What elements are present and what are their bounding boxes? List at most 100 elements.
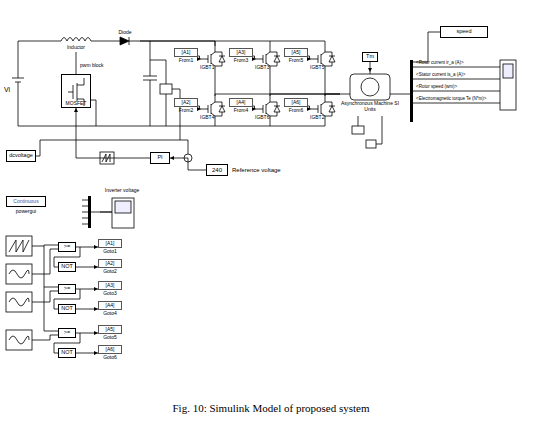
pwm-comparator (100, 152, 114, 164)
from-tag: [A5]From5 (284, 48, 308, 64)
signal-label: <Stator current is_a (A)> (416, 73, 465, 78)
mux-block (88, 196, 91, 228)
igbt-switch: IGBT2 (311, 96, 339, 122)
signal-connector (325, 94, 340, 96)
signal-connector (76, 247, 98, 248)
display-block: speed (440, 26, 488, 38)
machine-output-wire (352, 126, 364, 134)
goto-tag: [A5]Goto5 (98, 325, 122, 341)
source-block (6, 330, 32, 350)
figure-caption: Fig. 10: Simulink Model of proposed syst… (0, 402, 542, 414)
induction-machine: Asynchronous Machine SI Units (340, 72, 400, 116)
scope-block-shape (115, 201, 131, 213)
block-label: [A3] (98, 281, 122, 290)
pwm-comparator (102, 154, 110, 162)
block-label: Goto5 (98, 335, 122, 340)
igbt-switch-shape (256, 46, 280, 72)
diode-symbol-shape (120, 37, 129, 45)
voltage-measurement (160, 84, 172, 94)
block-label: Reference voltage (232, 167, 281, 173)
block-label: [A3] (229, 48, 253, 57)
diode-symbol: Diode (110, 30, 140, 52)
logic-operator: NOT (58, 262, 76, 272)
dc-source-shape (12, 64, 24, 100)
source-block (9, 270, 29, 278)
voltage-measurement (36, 60, 192, 162)
igbt-switch-shape (219, 56, 225, 62)
block-label: NOT (59, 263, 75, 271)
block-label: Continuous (6, 196, 46, 207)
from-tag: [A6]From6 (284, 98, 308, 114)
powergui-block: Continuous powergui (6, 196, 46, 218)
block-label: Inverter voltage (100, 188, 144, 193)
constant-block: 240Reference voltage (206, 164, 286, 176)
goto-tag: [A2]Goto2 (98, 259, 122, 275)
signal-connector (76, 108, 150, 158)
block-label: From6 (284, 108, 308, 113)
block-label: Goto3 (98, 291, 122, 296)
goto-tag: [A4]Goto4 (98, 301, 122, 317)
block-label: [A1] (174, 48, 198, 57)
block-label: MOSFET (62, 101, 90, 106)
mosfet-block: MOSFET (61, 74, 91, 108)
source-block (6, 292, 32, 312)
igbt-switch-shape (201, 46, 225, 72)
signal-label: <Electromagnetic torque Te (N*m)> (416, 97, 486, 102)
from-tag: [A1]From1 (174, 48, 198, 64)
block-label: Inductor (56, 45, 96, 50)
igbt-switch-shape (311, 96, 335, 122)
block-label: [A2] (174, 98, 198, 107)
block-label: [A4] (98, 301, 122, 310)
signal-connector (76, 333, 98, 334)
logic-operator: NOT (58, 304, 76, 314)
induction-machine-shape (361, 78, 379, 96)
block-label: Asynchronous Machine SI Units (340, 101, 400, 112)
from-tag: [A3]From3 (229, 48, 253, 64)
source-block (9, 298, 29, 306)
diode-symbol-shape (110, 37, 140, 45)
signal-connector (76, 309, 98, 310)
block-label: dcvoltage (7, 151, 35, 161)
signal-connector (170, 158, 206, 170)
power-wire (18, 41, 325, 126)
pwm-comparator (100, 152, 114, 164)
block-label: NOT (59, 349, 75, 357)
scope-symbol (500, 60, 516, 110)
igbt-switch-shape (274, 56, 280, 62)
igbt-switch-shape (329, 106, 335, 112)
from-tag: [A4]From4 (229, 98, 253, 114)
block-label: Tm (363, 53, 377, 61)
block-label: >= (59, 329, 75, 337)
signal-connector (270, 94, 340, 96)
block-label: From2 (174, 108, 198, 113)
scope-block-shape (100, 212, 112, 213)
torque-input: Tm (362, 52, 378, 62)
signal-connector (140, 41, 215, 46)
block-label: powergui (6, 209, 46, 214)
source-block (6, 236, 32, 350)
signal-label: <Rotor current ir_a (A)> (416, 61, 464, 66)
machine-output-wire (400, 32, 500, 103)
scope-symbol (503, 64, 513, 78)
block-label: Vi (4, 86, 10, 93)
source-block (6, 236, 32, 256)
scope-block: Inverter voltage (100, 186, 144, 232)
logic-operator: NOT (58, 348, 76, 358)
block-label: From5 (284, 58, 308, 63)
machine-output-wire (366, 140, 376, 148)
signal-label: <Rotor speed (wm)> (416, 85, 457, 90)
igbt-switch: IGBT3 (256, 46, 284, 72)
signal-connector (370, 62, 371, 72)
signal-connector (76, 353, 98, 354)
block-label: IGBT6 (255, 115, 269, 120)
igbt-switch-shape (329, 56, 335, 62)
block-label: IGBT1 (200, 65, 214, 70)
capacitor-symbol (143, 41, 157, 126)
block-label: IGBT5 (310, 65, 324, 70)
block-label: [A6] (284, 98, 308, 107)
display-block: dcvoltage (6, 150, 36, 162)
block-label: [A2] (98, 259, 122, 268)
bus-selector (410, 60, 413, 122)
scope-block-shape (112, 198, 134, 228)
